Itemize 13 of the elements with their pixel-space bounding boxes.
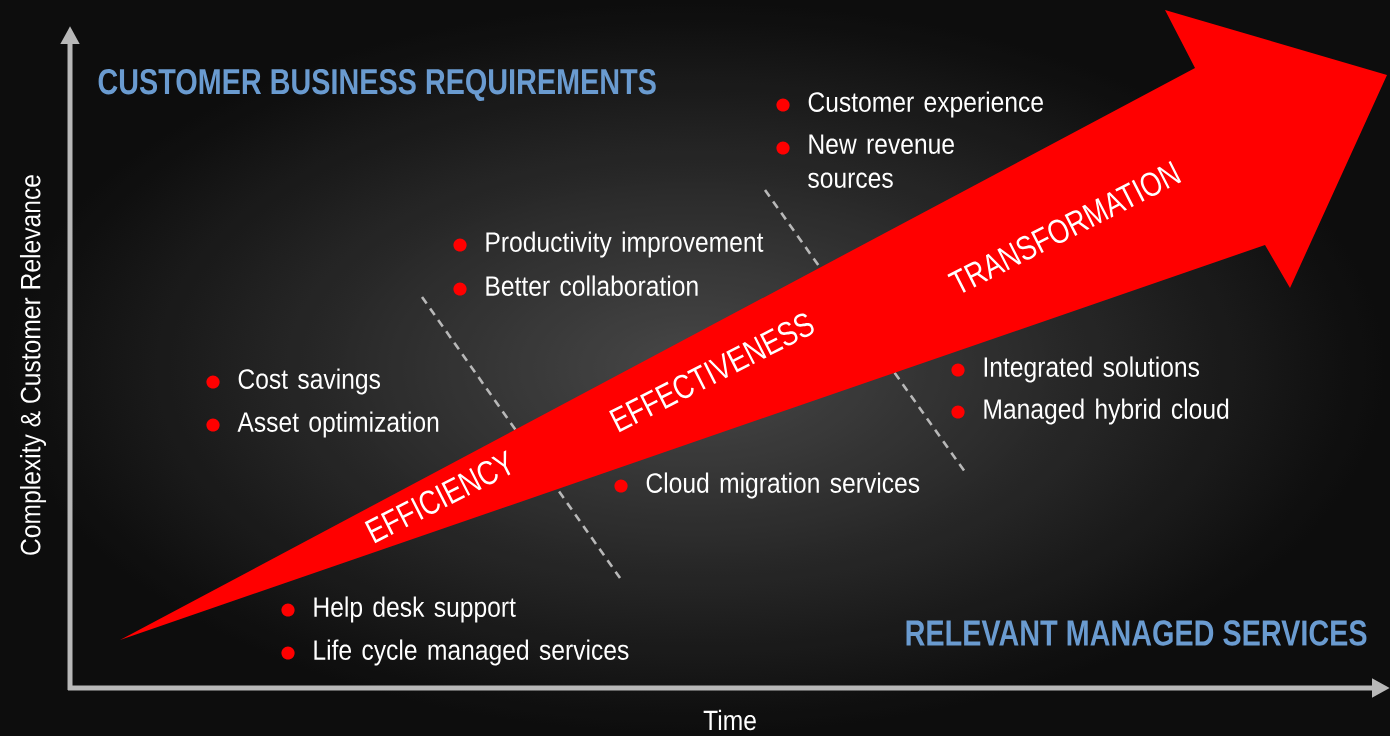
bullet-text: Managed hybrid cloud xyxy=(984,398,1229,425)
bullet-text: Productivity improvement xyxy=(486,231,764,258)
bullet-text: Help desk support xyxy=(314,596,516,623)
bullet-text: Integrated solutions xyxy=(984,356,1200,383)
bullet-text: Customer experience xyxy=(808,91,1043,118)
bullet-text: Better collaboration xyxy=(486,275,698,296)
bullet-text: Cloud migration services xyxy=(646,472,920,499)
bullet-text: Asset optimization xyxy=(237,411,439,438)
bullet-text: New revenue sources xyxy=(808,134,954,188)
axis-label: Complexity & Customer Relevance xyxy=(19,175,47,555)
bullet-text: Life cycle managed services xyxy=(314,639,629,666)
axis-label: Time xyxy=(703,709,756,731)
bullet-text: Cost savings xyxy=(238,368,381,395)
